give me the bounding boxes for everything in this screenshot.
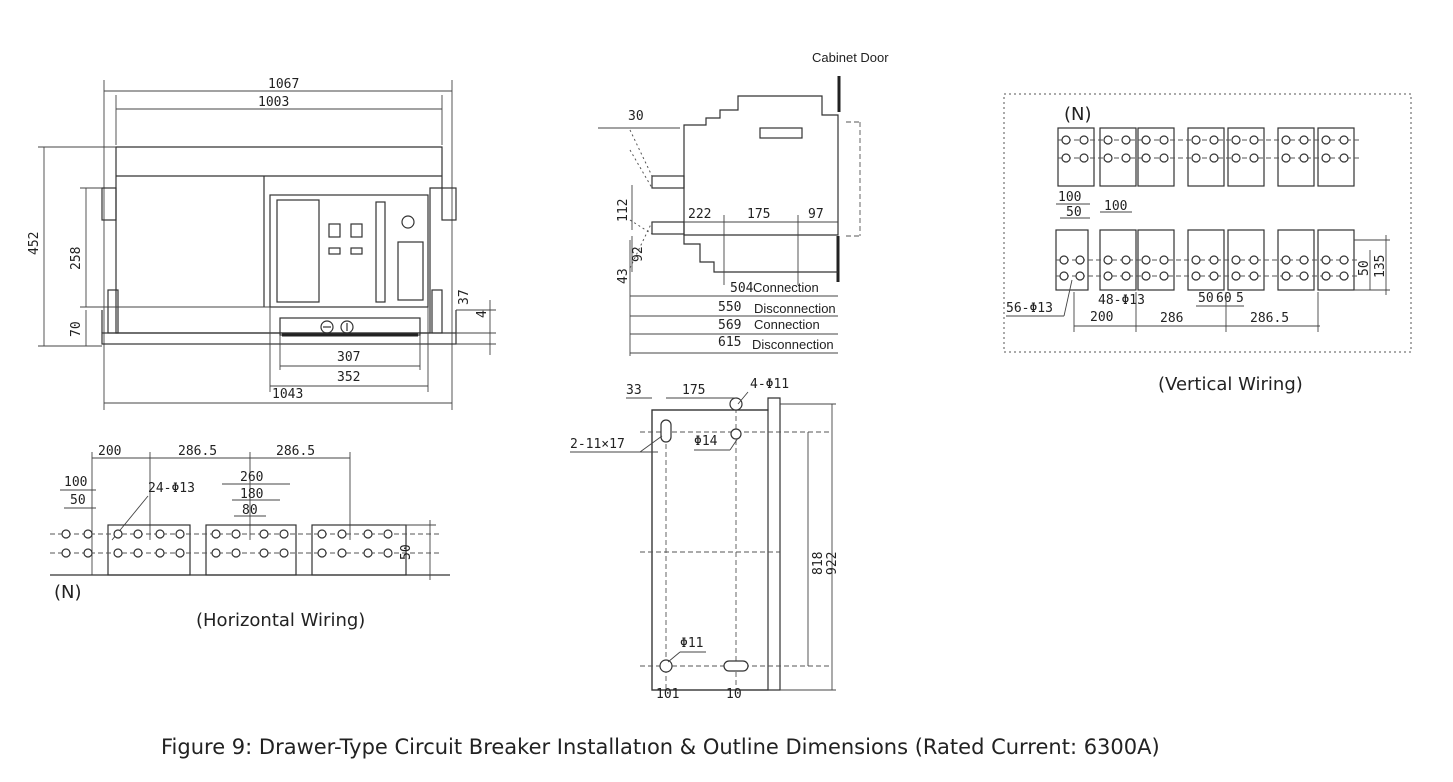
pos-615-label: Disconnection xyxy=(752,337,834,352)
dim-2-11x17: 2-11×17 xyxy=(570,437,625,452)
hw-neutral-label: (N) xyxy=(54,582,82,603)
dim-258: 258 xyxy=(69,247,84,270)
dim-352: 352 xyxy=(337,370,360,385)
vw-dim-48-phi13: 48-Φ13 xyxy=(1098,293,1145,308)
dim-phi14: Φ14 xyxy=(694,434,718,449)
hw-dim-50: 50 xyxy=(70,493,86,508)
dim-70: 70 xyxy=(69,321,84,337)
vw-dim-60: 60 xyxy=(1216,291,1232,306)
cabinet-door-label: Cabinet Door xyxy=(812,50,889,65)
hw-dim-260: 260 xyxy=(240,470,263,485)
vw-lower-bolt-holes xyxy=(1059,255,1349,281)
vw-dim-200: 200 xyxy=(1090,310,1113,325)
dim-922: 922 xyxy=(825,552,840,575)
hw-caption: (Horizontal Wiring) xyxy=(196,610,365,631)
vw-dim-100b: 100 xyxy=(1104,199,1127,214)
dim-33: 33 xyxy=(626,383,642,398)
dim-30: 30 xyxy=(628,109,644,124)
dim-43: 43 xyxy=(616,268,631,284)
vw-dim-50-vert: 50 xyxy=(1357,260,1372,276)
dim-92: 92 xyxy=(631,246,646,262)
dim-4-phi11: 4-Φ11 xyxy=(750,377,789,392)
dim-222: 222 xyxy=(688,207,711,222)
dim-452: 452 xyxy=(27,232,42,255)
vw-dim-56-phi13: 56-Φ13 xyxy=(1006,301,1053,316)
dim-37: 37 xyxy=(457,289,472,305)
pos-550-label: Disconnection xyxy=(754,301,836,316)
pos-569-label: Connection xyxy=(754,317,820,332)
hw-bolt-holes xyxy=(61,529,393,558)
hw-dim-286-5b: 286.5 xyxy=(276,444,315,459)
pos-615-value: 615 xyxy=(718,335,741,350)
front-view: 1067 1003 452 xyxy=(27,77,496,410)
dim-10: 10 xyxy=(726,687,742,702)
pos-504-label: Connection xyxy=(753,280,819,295)
pos-569-value: 569 xyxy=(718,318,741,333)
dim-4: 4 xyxy=(475,310,490,318)
vw-dim-50a: 50 xyxy=(1066,205,1082,220)
pos-504-value: 504 xyxy=(730,281,754,296)
dim-101: 101 xyxy=(656,687,679,702)
vw-upper-bolt-holes xyxy=(1061,135,1349,163)
hw-dim-80: 80 xyxy=(242,503,258,518)
dim-175: 175 xyxy=(747,207,770,222)
dim-97: 97 xyxy=(808,207,824,222)
dim-1043: 1043 xyxy=(272,387,303,402)
vertical-wiring: (N) 100 50 xyxy=(1003,93,1412,395)
vw-dim-5: 5 xyxy=(1236,291,1244,306)
dim-112: 112 xyxy=(616,199,631,222)
vw-caption: (Vertical Wiring) xyxy=(1158,374,1303,395)
hw-dim-50-vert: 50 xyxy=(399,544,414,560)
dim-1067: 1067 xyxy=(268,77,299,92)
figure-caption: Figure 9: Drawer-Type Circuit Breaker In… xyxy=(161,735,1160,759)
hw-dim-24-phi13: 24-Φ13 xyxy=(148,481,195,496)
dim-307: 307 xyxy=(337,350,360,365)
dim-mount-phi11: Φ11 xyxy=(680,636,703,651)
horizontal-wiring: 200 286.5 286.5 100 50 24-Φ13 260 180 80 xyxy=(50,444,450,631)
hw-dim-100: 100 xyxy=(64,475,87,490)
vw-dim-100a: 100 xyxy=(1058,190,1081,205)
dim-818: 818 xyxy=(811,552,826,575)
dim-mount-175: 175 xyxy=(682,383,705,398)
mount-view: 33 175 4-Φ11 2-11×17 Φ14 818 922 Φ11 101… xyxy=(570,377,840,702)
vw-dim-286: 286 xyxy=(1160,311,1183,326)
pos-550-value: 550 xyxy=(718,300,741,315)
hw-dim-200: 200 xyxy=(98,444,121,459)
vw-dim-50b: 50 xyxy=(1198,291,1214,306)
side-view: Cabinet Door 30 112 92 43 222 175 97 504 xyxy=(598,50,889,356)
hw-dim-286-5a: 286.5 xyxy=(178,444,217,459)
hw-dim-180: 180 xyxy=(240,487,263,502)
vw-neutral-label: (N) xyxy=(1064,104,1092,125)
vw-dim-135: 135 xyxy=(1373,255,1388,278)
dim-1003: 1003 xyxy=(258,95,289,110)
vw-dim-286-5: 286.5 xyxy=(1250,311,1289,326)
